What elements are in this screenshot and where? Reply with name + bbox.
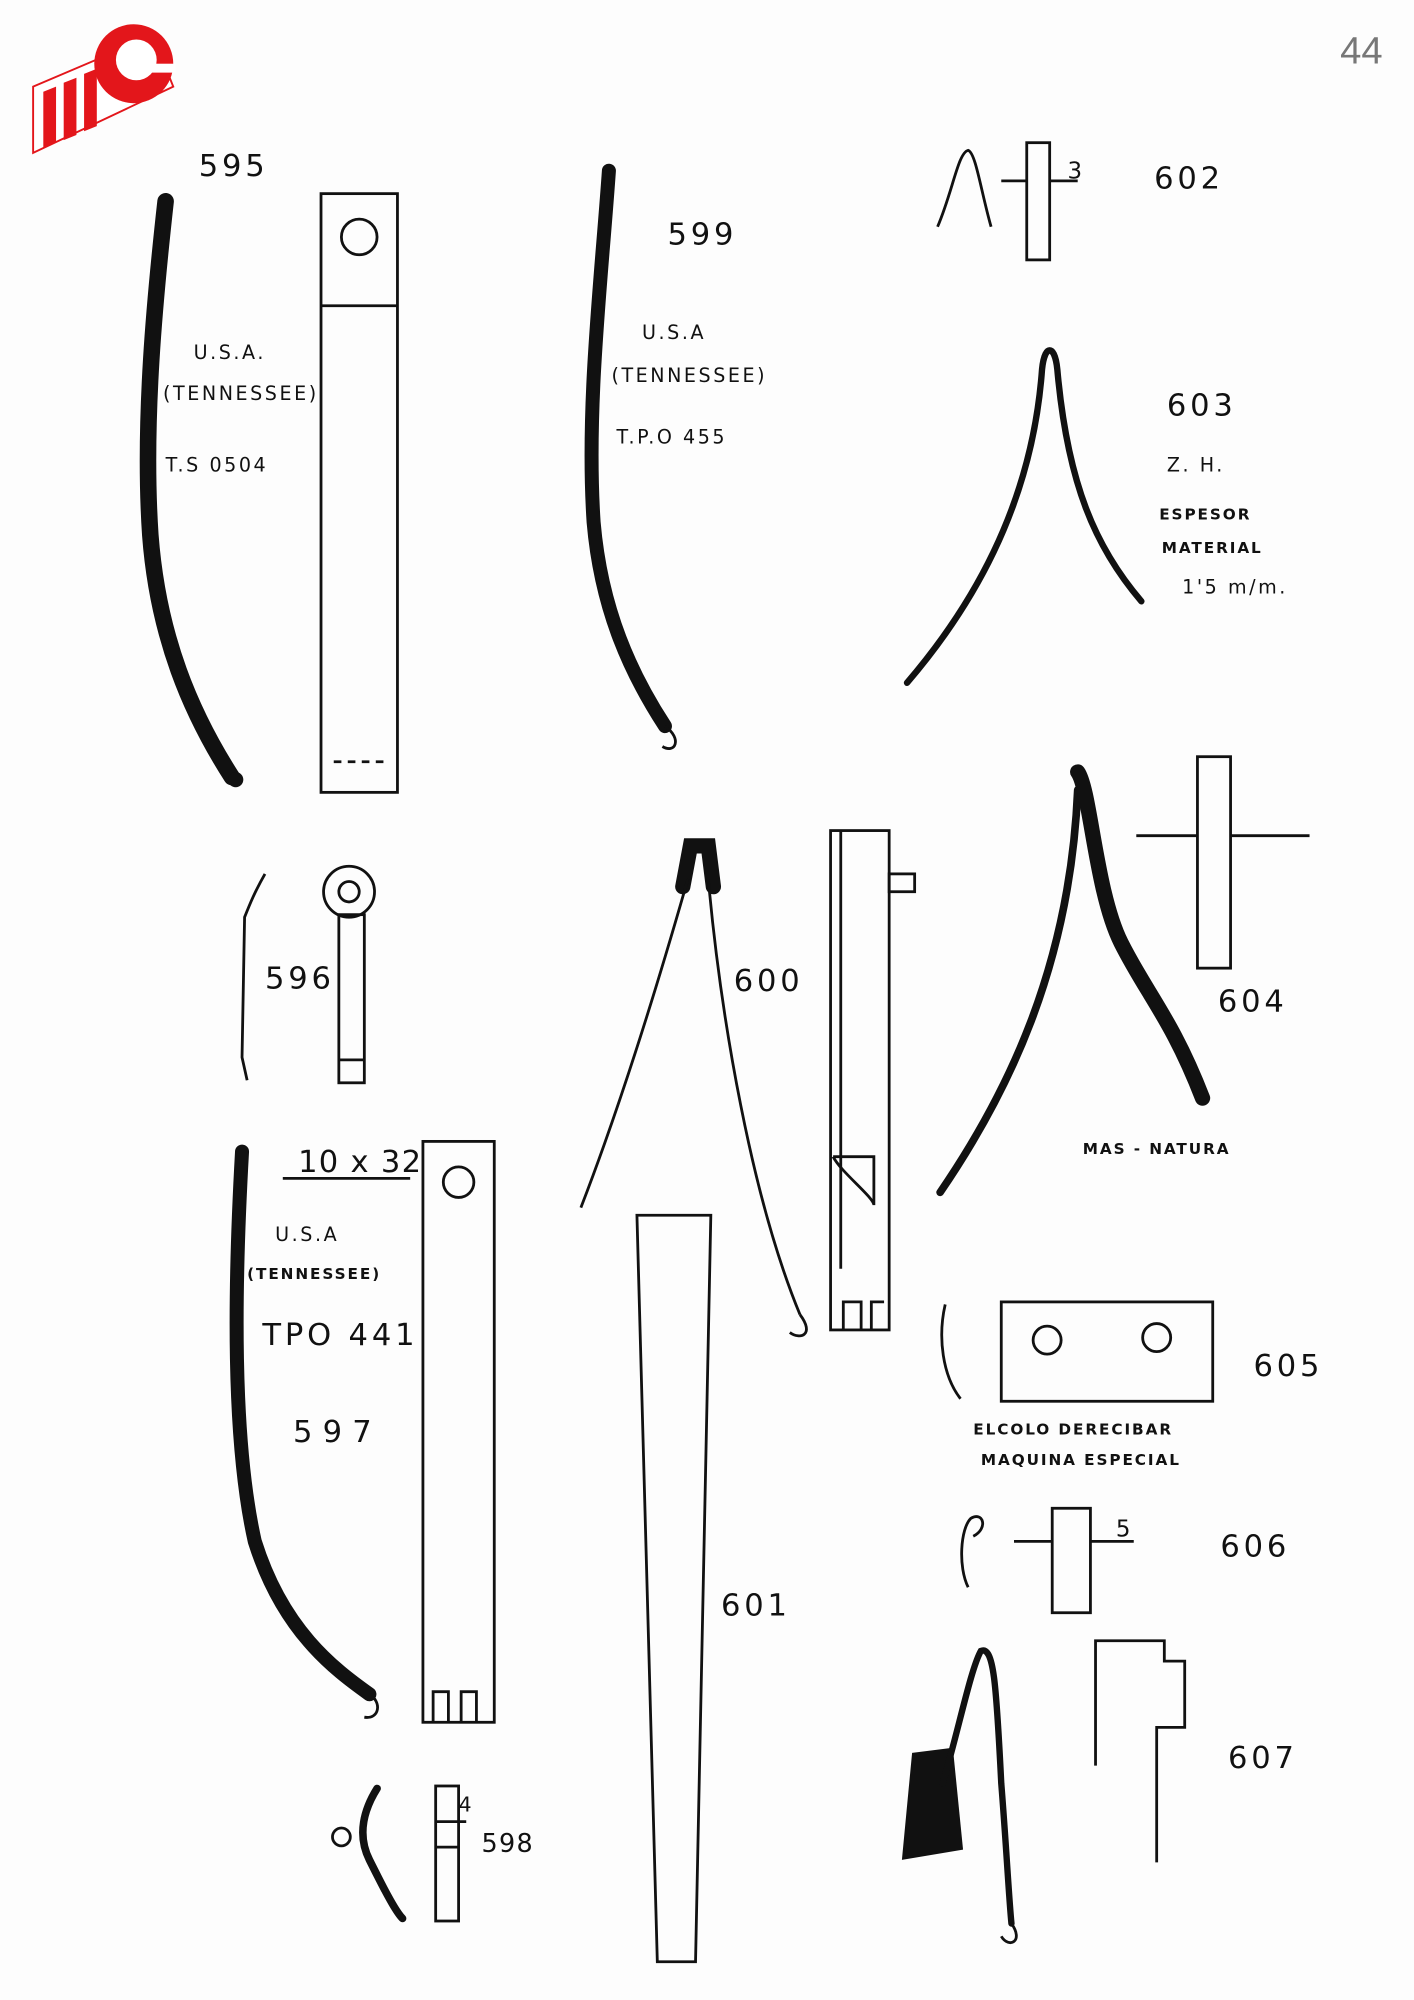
note-line-2: ESPESOR — [1159, 506, 1251, 524]
part-599: 599 U.S.A (TENNESSEE) T.P.O 455 — [584, 163, 767, 750]
part-596: 596 — [240, 864, 376, 1085]
part-number: 602 — [1154, 162, 1224, 197]
part-601: 601 — [635, 1213, 791, 1964]
part-605: 605 ELCOLO DERECIBAR MAQUINA ESPECIAL — [940, 1300, 1323, 1469]
part-604: 604 MAS - NATURA — [936, 755, 1310, 1197]
part-number: 605 — [1253, 1349, 1323, 1384]
brand-logo — [32, 24, 176, 155]
note-line-3: MATERIAL — [1162, 539, 1263, 557]
size: 10 x 32 — [298, 1145, 422, 1180]
part-number: 603 — [1167, 388, 1237, 423]
note-line-1: ELCOLO DERECIBAR — [973, 1420, 1173, 1438]
part-597: 10 x 32 U.S.A (TENNESSEE) TPO 441 597 — [229, 1139, 496, 1724]
part-number: 599 — [668, 218, 738, 253]
part-606: 5 606 — [960, 1506, 1290, 1615]
code: TPO 441 — [261, 1318, 418, 1353]
region: (TENNESSEE) — [247, 1265, 381, 1283]
origin: U.S.A. — [194, 341, 266, 364]
part-number: 600 — [734, 964, 804, 999]
part-number: 604 — [1218, 984, 1288, 1019]
part-number: 606 — [1220, 1530, 1290, 1565]
region: (TENNESSEE) — [611, 364, 767, 387]
page-number: 44 — [1340, 30, 1383, 73]
part-603: 603 Z. H. ESPESOR MATERIAL 1'5 m/m. — [903, 347, 1288, 686]
note-line-4: 1'5 m/m. — [1182, 576, 1288, 599]
dimension: 4 — [459, 1792, 476, 1816]
part-number: 595 — [199, 149, 269, 184]
note: MAS - NATURA — [1083, 1140, 1231, 1158]
region: (TENNESSEE) — [163, 382, 319, 405]
part-595: 595 U.S.A. (TENNESSEE) T.S 0504 — [139, 149, 399, 794]
part-607: 607 — [901, 1639, 1298, 1944]
part-number: 598 — [482, 1829, 534, 1859]
part-number: 607 — [1228, 1741, 1298, 1776]
note-line-2: MAQUINA ESPECIAL — [981, 1451, 1181, 1469]
code: T.S 0504 — [165, 453, 269, 476]
note-line-1: Z. H. — [1167, 453, 1225, 476]
origin: U.S.A — [275, 1223, 339, 1246]
part-602: 3 602 — [936, 141, 1224, 262]
part-number: 596 — [265, 962, 335, 997]
part-600: 600 — [579, 829, 917, 1338]
origin: U.S.A — [642, 321, 706, 344]
part-598: 4 598 — [331, 1784, 534, 1923]
part-number: 597 — [293, 1415, 382, 1450]
dimension: 5 — [1116, 1516, 1134, 1542]
code: T.P.O 455 — [616, 425, 728, 448]
part-number: 601 — [721, 1588, 791, 1623]
dimension: 3 — [1068, 158, 1086, 184]
